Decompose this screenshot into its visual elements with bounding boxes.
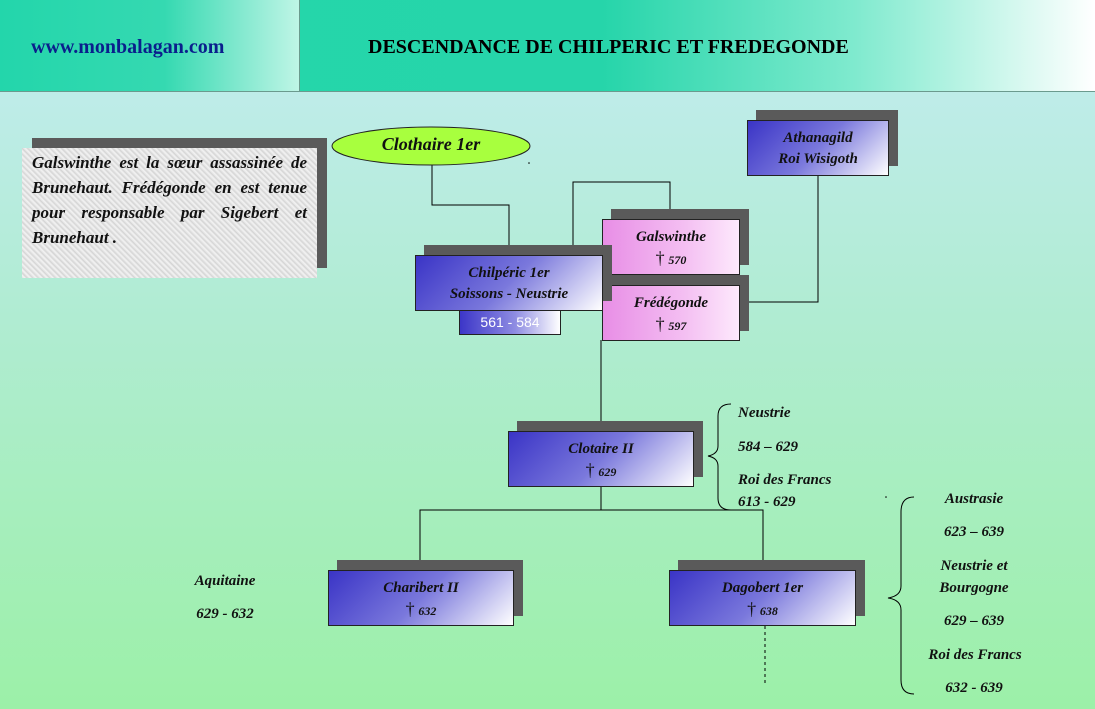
athanagild-name: Athanagild	[783, 130, 853, 146]
line-clotaire-dagobert	[601, 509, 767, 569]
charibert2-region: Aquitaine	[194, 573, 256, 589]
clotaire2-death: 629	[598, 465, 617, 479]
charibert2-death: 632	[418, 604, 437, 618]
dagobert-title-period: 632 - 639	[945, 680, 1003, 696]
athanagild-box[interactable]: Athanagild Roi Wisigoth	[747, 120, 889, 176]
dagobert-death: 638	[759, 604, 778, 618]
dagobert-region1: Austrasie	[944, 491, 1004, 507]
charibert2-box[interactable]: Charibert II † 632	[328, 570, 514, 626]
dagobert-region2b: Bourgogne	[939, 580, 1009, 596]
death-cross-icon: †	[585, 460, 595, 480]
line-clotaire-children	[416, 487, 602, 569]
clotaire2-box[interactable]: Clotaire II † 629	[508, 431, 694, 487]
brace-dagobert	[887, 496, 915, 695]
clotaire2-title: Roi des Francs	[738, 472, 832, 488]
chilperic-territory: Soissons - Neustrie	[449, 286, 569, 302]
dagobert-period2: 629 – 639	[944, 613, 1004, 629]
logo-cell: www.monbalagan.com	[0, 0, 300, 91]
site-link[interactable]: www.monbalagan.com	[31, 36, 225, 58]
fredegonde-death: 597	[668, 319, 687, 333]
death-cross-icon: †	[655, 314, 665, 334]
dagobert-period1: 623 – 639	[944, 524, 1004, 540]
galswinthe-death: 570	[668, 253, 687, 267]
dagobert-box[interactable]: Dagobert 1er † 638	[669, 570, 856, 626]
dagobert-name: Dagobert 1er	[721, 580, 804, 596]
clothaire-ellipse	[331, 126, 531, 166]
chilperic-reign: 561 - 584	[459, 310, 561, 335]
clotaire2-name: Clotaire II	[568, 441, 634, 457]
clothaire-label: Clothaire 1er	[381, 134, 481, 154]
clotaire2-region: Neustrie	[738, 405, 791, 421]
fredegonde-box[interactable]: Frédégonde † 597	[602, 285, 740, 341]
clotaire2-title-period: 613 - 629	[738, 494, 796, 510]
header-bar: www.monbalagan.com DESCENDANCE DE CHILPE…	[0, 0, 1095, 92]
athanagild-title: Roi Wisigoth	[778, 151, 858, 167]
chilperic-box[interactable]: Chilpéric 1er Soissons - Neustrie	[415, 255, 603, 311]
brace-clotaire	[707, 403, 732, 511]
clotaire2-period: 584 – 629	[738, 439, 798, 455]
charibert2-period: 629 - 632	[196, 606, 254, 622]
note-box: Galswinthe est la sœur assassinée de Bru…	[22, 148, 317, 278]
galswinthe-box[interactable]: Galswinthe † 570	[602, 219, 740, 275]
chilperic-name: Chilpéric 1er	[468, 265, 550, 281]
page-title: DESCENDANCE DE CHILPERIC ET FREDEGONDE	[368, 36, 849, 58]
fredegonde-name: Frédégonde	[633, 295, 709, 311]
dagobert-title: Roi des Francs	[928, 647, 1022, 663]
galswinthe-name: Galswinthe	[635, 229, 707, 245]
death-cross-icon: †	[747, 599, 757, 619]
charibert2-name: Charibert II	[383, 580, 459, 596]
death-cross-icon: †	[655, 248, 665, 268]
death-cross-icon: †	[405, 599, 415, 619]
line-clothaire-chilperic	[431, 165, 513, 255]
dagobert-region2a: Neustrie et	[940, 558, 1008, 574]
